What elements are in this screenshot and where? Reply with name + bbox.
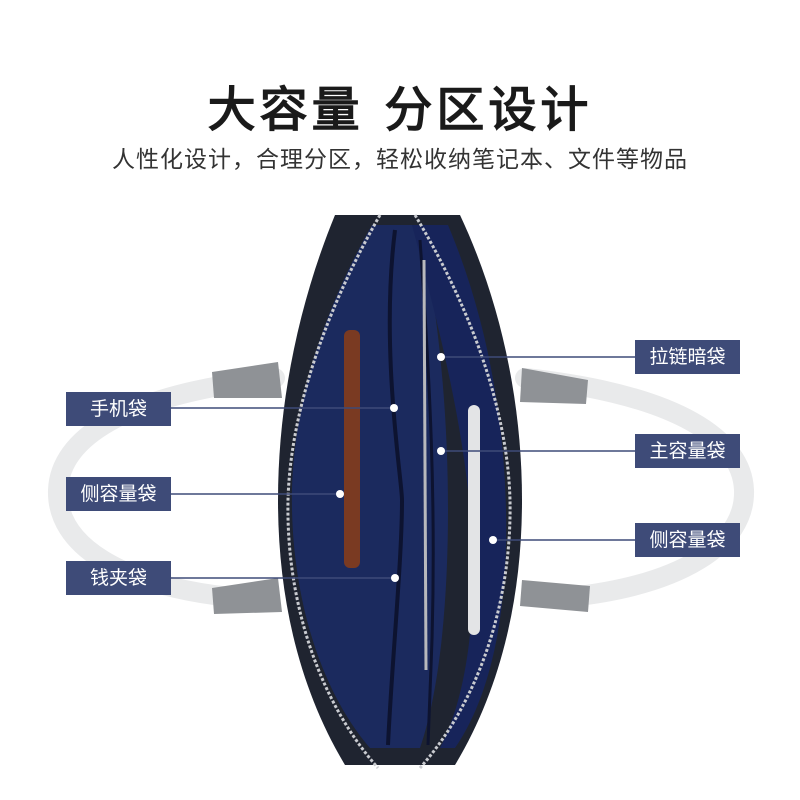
callout-phone-pocket: 手机袋 xyxy=(66,392,171,426)
callout-side-pocket-right: 侧容量袋 xyxy=(635,523,740,557)
callout-side-pocket-left: 侧容量袋 xyxy=(66,477,171,511)
callout-wallet-pocket: 钱夹袋 xyxy=(66,561,171,595)
page-subtitle: 人性化设计，合理分区，轻松收纳笔记本、文件等物品 xyxy=(112,147,688,173)
page-title: 大容量 分区设计 xyxy=(207,82,593,138)
bag-body xyxy=(278,214,522,769)
callout-main-compartment: 主容量袋 xyxy=(635,434,740,468)
callout-lines xyxy=(171,353,635,582)
callout-zipper-pocket: 拉链暗袋 xyxy=(635,340,740,374)
